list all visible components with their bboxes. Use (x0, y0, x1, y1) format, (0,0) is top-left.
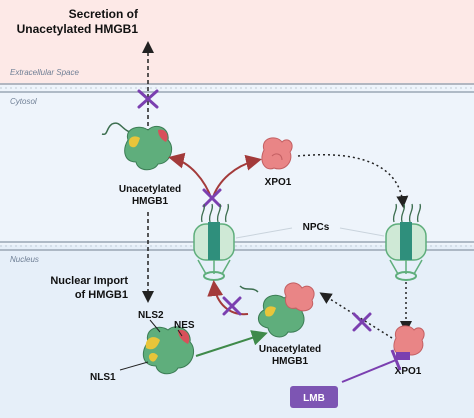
xpo1-icon (393, 325, 425, 360)
xpo1-top-label: XPO1 (265, 177, 292, 188)
xpo1-recycle-arrow (297, 153, 409, 208)
hmgb1-xpo1-complex (239, 282, 315, 338)
cytosol-label: Cytosol (10, 97, 37, 106)
nuc-hmgb1-label-2: HMGB1 (272, 356, 309, 367)
npc-icon (385, 203, 427, 281)
inhibition-bar-icon (341, 349, 402, 383)
title-line-2: Unacetylated HMGB1 (17, 22, 139, 36)
protein-hmgb1-icon (101, 122, 173, 171)
nucleus-label: Nucleus (10, 255, 39, 264)
nuc-hmgb1-label-1: Unacetylated (259, 344, 321, 355)
nls2-pointer (149, 319, 161, 333)
nes-label: NES (174, 320, 195, 331)
npcs-label: NPCs (303, 222, 330, 233)
nuclear-import-label-1: Nuclear Import (50, 275, 128, 287)
cyto-hmgb1-label-1: Unacetylated (119, 184, 181, 195)
block-x-icon (202, 188, 222, 208)
npc-icon (193, 203, 235, 281)
nucleus-region (0, 245, 474, 418)
xpo1-icon (261, 137, 293, 170)
complex-formation-arrow (195, 330, 268, 357)
nls1-pointer (119, 361, 149, 371)
npc-connector-left (235, 227, 293, 239)
extracellular-label: Extracellular Space (10, 68, 79, 77)
block-x-icon (137, 89, 159, 109)
cytosol-region (0, 85, 474, 245)
block-x-icon (222, 296, 242, 316)
cyto-hmgb1-label-2: HMGB1 (132, 196, 169, 207)
extracellular-region (0, 0, 474, 85)
title-line-1: Secretion of (69, 7, 139, 21)
page-title: Secretion of Unacetylated HMGB1 (17, 7, 139, 36)
npc-connector-right (339, 227, 385, 237)
lmb-box: LMB (290, 386, 338, 408)
plasma-membrane (0, 83, 474, 93)
xpo1-bottom-label: XPO1 (395, 366, 422, 377)
lmb-label: LMB (303, 393, 325, 404)
nes-pointer (177, 329, 183, 337)
nls2-label: NLS2 (138, 310, 164, 321)
nuclear-import-label-2: of HMGB1 (75, 289, 128, 301)
nls1-label: NLS1 (90, 372, 116, 383)
complex-export-arrow (207, 280, 249, 316)
protein-hmgb1-icon (142, 326, 194, 375)
block-x-icon (352, 312, 372, 332)
